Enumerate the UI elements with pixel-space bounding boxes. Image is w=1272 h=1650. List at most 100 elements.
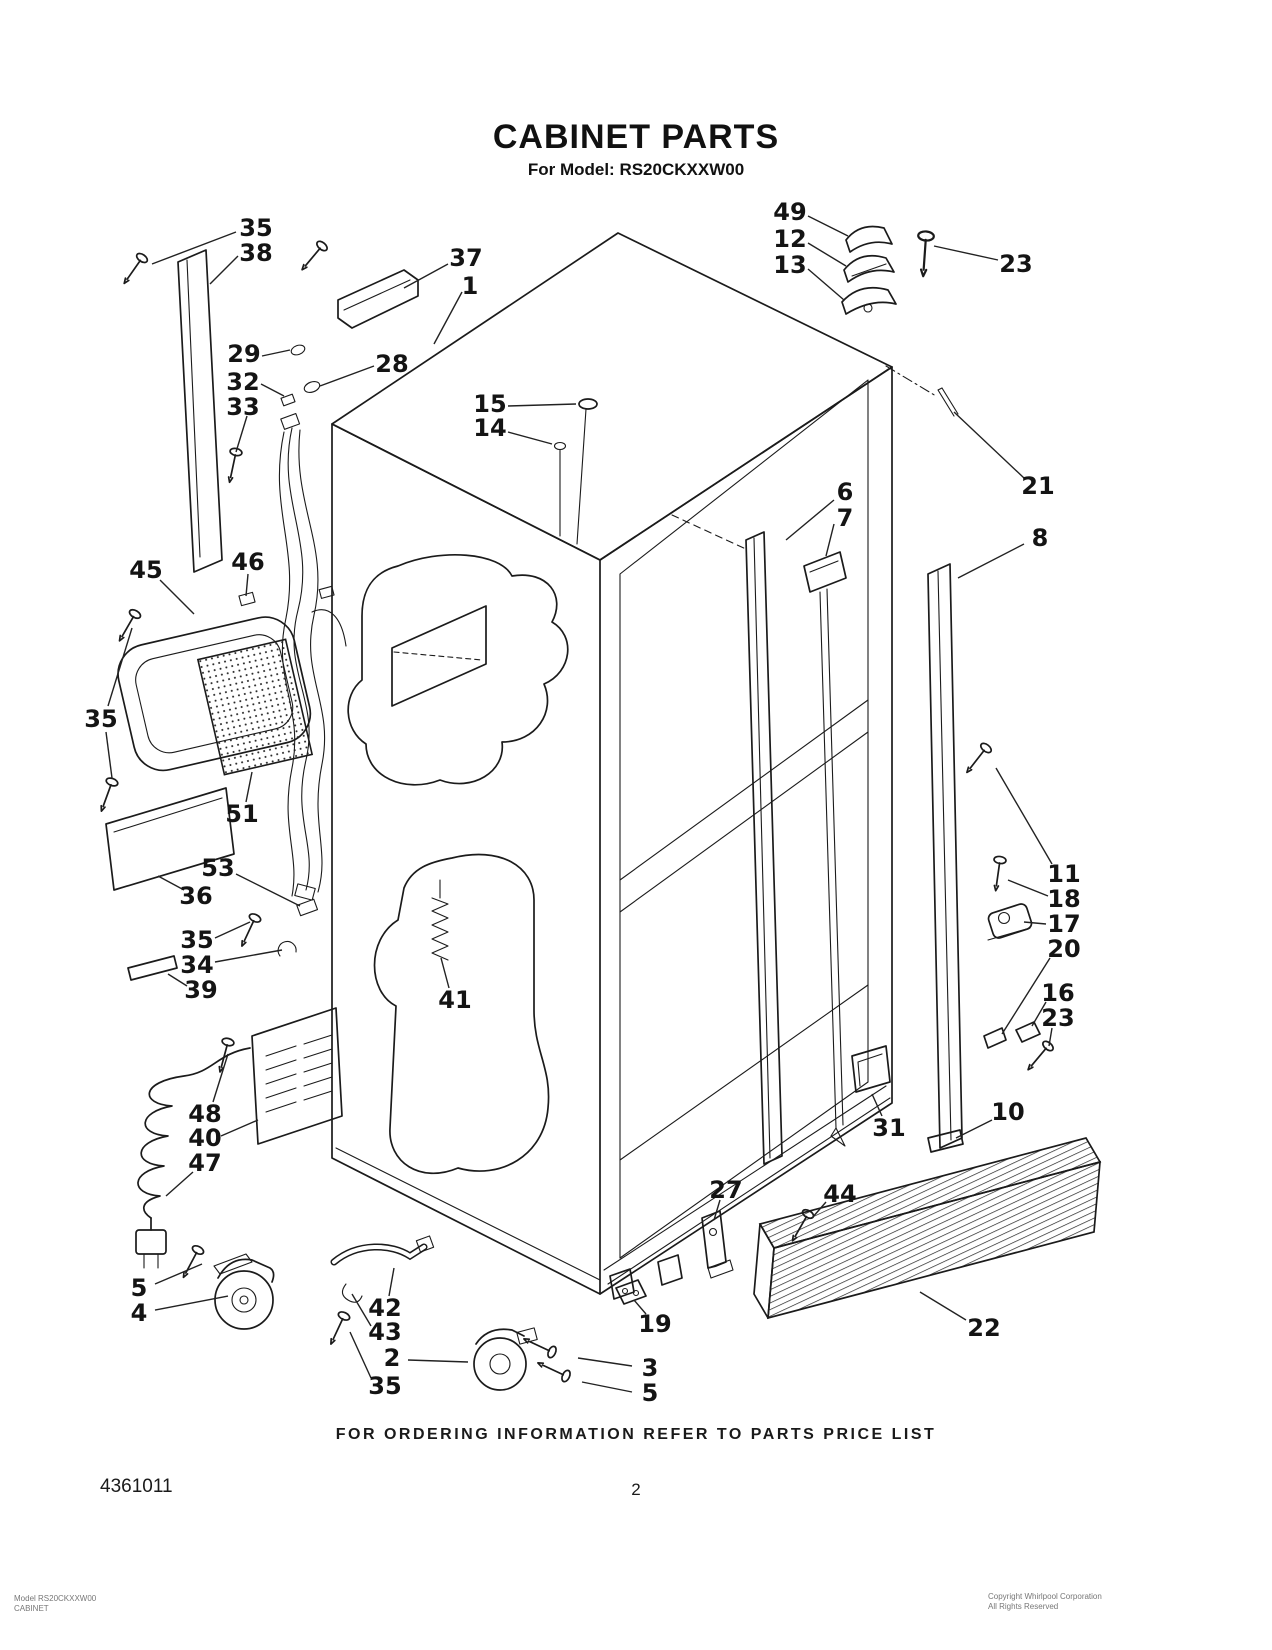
part-number-callout: 41 [438,986,471,1014]
part-number-callout: 32 [226,368,259,396]
leader-line [1007,879,1049,897]
part-number-callout: 23 [1041,1004,1074,1032]
ordering-note: FOR ORDERING INFORMATION REFER TO PARTS … [335,1426,937,1443]
part-number-callout: 4 [131,1299,148,1327]
top-plugs [553,398,598,545]
leader-line [433,291,463,345]
leader-line [811,1201,827,1219]
part-number-callout: 35 [180,926,213,954]
access-panel [105,787,235,891]
leader-line [403,263,449,289]
leader-line [159,579,195,615]
top-clip [337,269,419,329]
part-number-callout: 27 [709,1176,742,1204]
part-number-callout: 5 [131,1274,148,1302]
leader-line [319,365,375,387]
top-hinge-parts [841,225,897,315]
leader-line [955,1119,993,1139]
model-subtitle: For Model: RS20CKXXW00 [527,160,745,179]
part-number-callout: 5 [642,1379,659,1407]
mount-bracket [127,955,178,981]
part-number-callout: 53 [201,854,234,882]
drain-clip [615,1279,647,1305]
part-number-callout: 19 [638,1310,671,1338]
fine-print-left-line2: CABINET [14,1604,49,1613]
fine-print-left-line1: Model RS20CKXXW00 [14,1594,97,1603]
leader-line [825,523,835,557]
leader-line [507,403,577,407]
leader-line [407,1359,469,1363]
base-grille [753,1137,1102,1320]
part-number-callout: 6 [837,478,854,506]
leader-line [107,627,133,707]
junction-box [851,1045,891,1093]
fine-print-right: Copyright Whirlpool Corporation All Righ… [988,1592,1102,1612]
part-number-callout: 51 [225,800,258,828]
part-number-callout: 10 [991,1098,1024,1126]
leader-line [807,215,849,237]
leader-line [209,255,239,285]
part-number-callout: 7 [837,504,854,532]
part-number-callout: 14 [473,414,506,442]
part-number-callout: 18 [1047,885,1080,913]
part-number-callout: 20 [1047,935,1080,963]
part-number-callout: 29 [227,340,260,368]
leader-line [957,543,1025,579]
leader-line [261,349,291,357]
leader-line [351,1293,372,1327]
left-side-parts [94,238,573,1391]
part-number-callout: 23 [999,250,1032,278]
leader-line [154,1295,229,1311]
leader-line [157,875,185,891]
part-number-callout: 16 [1041,979,1074,1007]
part-number-callout: 15 [473,390,506,418]
part-number-callout: 33 [226,393,259,421]
leader-line [245,771,253,803]
leader-line [871,1093,883,1117]
part-number-callout: 22 [967,1314,1000,1342]
leader-line [245,573,249,597]
part-number-callout: 12 [773,225,806,253]
leader-line [1031,1001,1047,1027]
part-number-callout: 46 [231,548,264,576]
leader-line [165,1171,194,1197]
page-number: 2 [631,1480,641,1499]
part-number-callout: 39 [184,976,217,1004]
leader-line [933,245,999,261]
part-number-callout: 48 [188,1100,221,1128]
leader-line [633,1299,647,1315]
leader-line [214,921,251,939]
part-number-callout: 1 [462,272,479,300]
leader-line [214,949,283,963]
door-strip [745,531,783,1165]
hinge-block [987,903,1033,941]
part-number-callout: 3 [642,1354,659,1382]
vent-cover [251,1007,343,1145]
part-number-callout: 2 [384,1344,401,1372]
part-number-callout: 31 [872,1114,905,1142]
leader-line [807,242,847,267]
part-number-callout: 11 [1047,860,1080,888]
leader-line [154,1263,203,1285]
support-bracket [701,1210,734,1279]
part-number-callout: 13 [773,251,806,279]
page-title: CABINET PARTS [492,118,780,156]
leader-line [235,415,248,453]
document-number: 4361011 [100,1476,173,1497]
part-number-callout: 35 [239,214,272,242]
drain-tube [330,1235,435,1303]
leader-line [212,1053,229,1103]
part-number-callout: 35 [368,1372,401,1400]
part-number-callout: 17 [1047,910,1080,938]
rear-roller [473,1327,538,1391]
insulation-panel [196,638,314,776]
leader-line [388,1267,395,1297]
leader-line [235,873,301,907]
leader-line [1048,1027,1053,1047]
leader-line [577,1357,633,1367]
part-number-callout: 40 [188,1124,221,1152]
leader-line [785,499,835,541]
part-number-callout: 37 [449,244,482,272]
